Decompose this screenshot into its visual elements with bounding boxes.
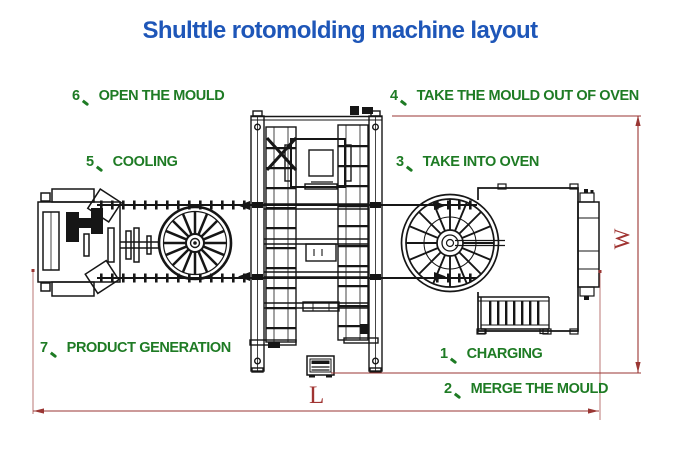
step-text: CHARGING [466, 346, 543, 362]
step-number: 6 [72, 88, 80, 104]
step-text: OPEN THE MOULD [98, 88, 225, 104]
access-stairs [477, 296, 550, 335]
enum-comma [94, 154, 104, 170]
step-number: 5 [86, 154, 94, 170]
step-label-charging: 1 CHARGING [440, 346, 543, 363]
arrow-down-icon [635, 362, 641, 373]
step-label-take-mould-out-of-oven: 4 TAKE THE MOULD OUT OF OVEN [390, 88, 639, 105]
step-label-cooling: 5 COOLING [86, 154, 178, 171]
dimension-lines [31, 115, 641, 420]
left-rotary-wheel [157, 205, 233, 281]
step-text: COOLING [112, 154, 178, 170]
step-label-take-into-oven: 3 TAKE INTO OVEN [396, 154, 539, 171]
enum-comma [404, 154, 414, 170]
width-dimension-letter: W [609, 228, 634, 250]
step-text: MERGE THE MOULD [470, 381, 609, 397]
width-dimension-label: W [607, 219, 637, 259]
enum-comma [80, 88, 90, 104]
step-number: 1 [440, 346, 448, 362]
step-number: 4 [390, 88, 398, 104]
enum-comma [452, 381, 462, 397]
arrow-right-icon [588, 408, 599, 414]
length-dimension-label: L [309, 382, 325, 409]
cooling-station [37, 188, 160, 297]
open-mould-plate-bottom [84, 259, 120, 295]
enum-comma [398, 88, 408, 104]
transfer-rails [97, 200, 477, 283]
oven [476, 183, 600, 335]
shuttle-frame [238, 106, 446, 373]
step-label-product-generation: 7 PRODUCT GENERATION [40, 340, 231, 357]
page-title: Shulttle rotomolding machine layout [142, 17, 538, 44]
enum-comma [448, 346, 458, 362]
enum-comma [48, 340, 58, 356]
step-label-open-the-mould: 6 OPEN THE MOULD [72, 88, 225, 105]
right-rotary-wheel [400, 193, 505, 293]
arrow-left-icon [33, 408, 44, 414]
step-text: TAKE THE MOULD OUT OF OVEN [416, 88, 640, 104]
step-label-merge-the-mould: 2 MERGE THE MOULD [444, 381, 608, 398]
step-text: TAKE INTO OVEN [422, 154, 540, 170]
step-text: PRODUCT GENERATION [66, 340, 232, 356]
step-number: 3 [396, 154, 404, 170]
arrow-up-icon [635, 115, 641, 126]
step-number: 2 [444, 381, 452, 397]
step-number: 7 [40, 340, 48, 356]
control-box [306, 355, 335, 378]
